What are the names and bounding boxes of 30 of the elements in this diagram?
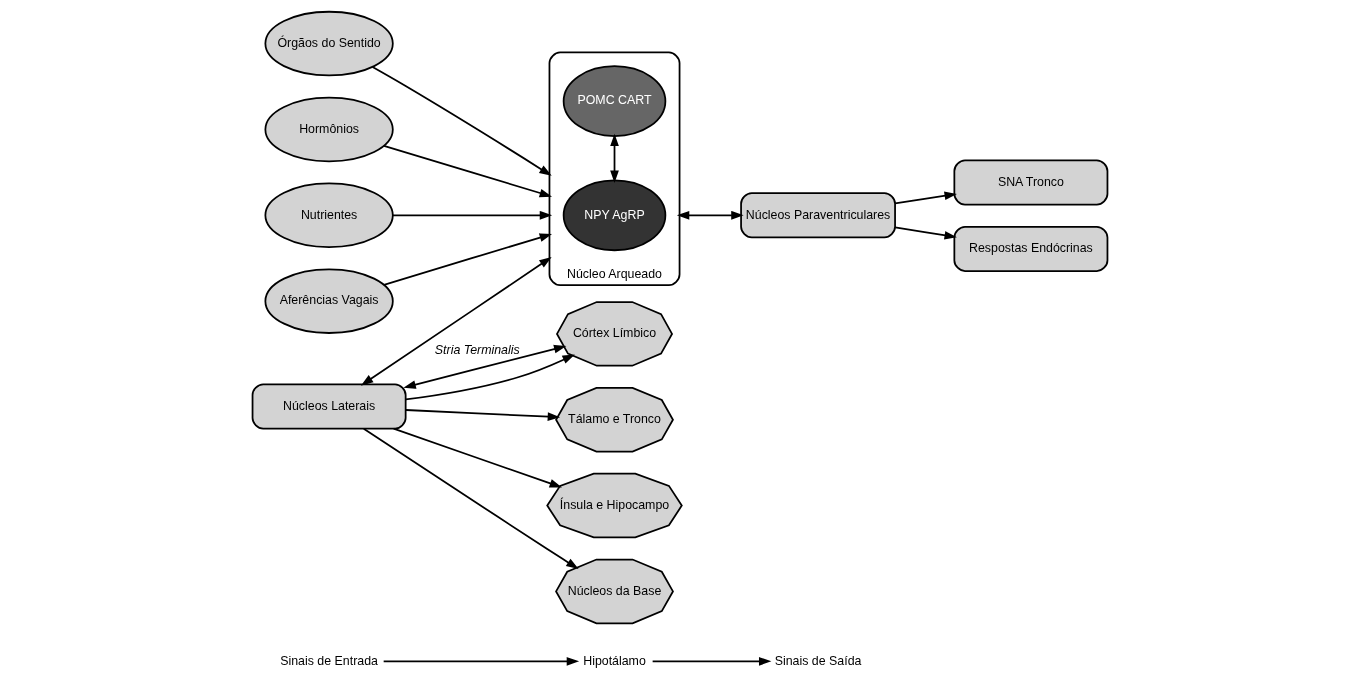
node-box: Respostas Endócrinas xyxy=(953,225,1109,272)
node-box: Núcleos Laterais xyxy=(251,383,407,430)
arrow xyxy=(894,191,957,205)
node-ellipse: Aferências Vagais xyxy=(264,268,394,334)
node-text: Sinais de Saída xyxy=(774,653,862,668)
node-text: Sinais de Entrada xyxy=(280,653,378,668)
node-ellipse: Órgãos do Sentido xyxy=(264,10,394,77)
arrow xyxy=(405,409,561,421)
node-ellipse: Hormônios xyxy=(264,96,394,163)
arrow xyxy=(383,144,553,198)
node-text: Hipotálamo xyxy=(583,653,646,668)
arrow xyxy=(371,66,552,176)
node-box: SNA Tronco xyxy=(953,159,1109,206)
arrow xyxy=(404,354,575,401)
node-box: Núcleos Paraventriculares xyxy=(740,192,896,239)
node-ellipse: NPY AgRP xyxy=(562,179,667,252)
node-ellipse: Nutrientes xyxy=(264,182,394,249)
arrow xyxy=(651,657,772,666)
arrow xyxy=(403,344,567,389)
arrow xyxy=(362,427,579,570)
node-ellipse: POMC CART xyxy=(562,65,667,137)
edge-label: Stria Terminalis xyxy=(434,343,520,358)
arrow xyxy=(610,133,619,183)
arrow xyxy=(392,427,562,488)
arrow xyxy=(382,657,580,666)
arrow xyxy=(383,233,553,286)
arrow xyxy=(360,257,552,386)
arrow xyxy=(392,210,553,220)
arrow xyxy=(894,226,957,240)
arrow xyxy=(676,210,744,220)
